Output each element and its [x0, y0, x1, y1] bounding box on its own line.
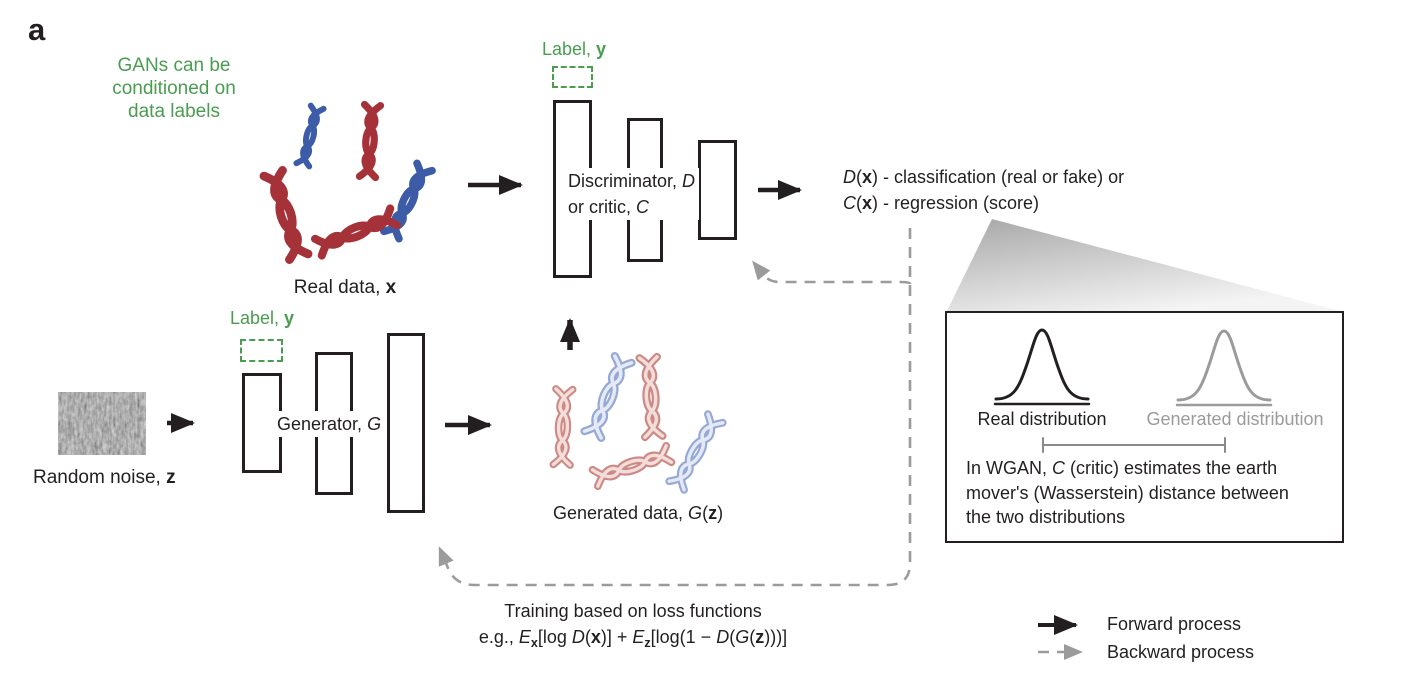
generated-data-label: Generated data, G(z): [552, 503, 724, 523]
discriminator-layer-3: [698, 140, 737, 240]
discriminator-title: Discriminator, D or critic, C: [564, 168, 700, 220]
generated-distribution-curve: [1176, 329, 1272, 402]
chromosome-icon: [639, 357, 662, 437]
chromosome-icon: [584, 356, 631, 438]
chromosome-icon: [296, 106, 323, 167]
legend-forward-label: Forward process: [1107, 614, 1242, 634]
wgan-distributions: [993, 328, 1273, 453]
backward-path-to-discriminator: [752, 260, 912, 285]
chromosome-icon: [669, 414, 723, 490]
panel-label: a: [28, 12, 46, 47]
generator-label-y: Label, y: [230, 308, 295, 328]
backward-path-main: [438, 228, 912, 587]
training-caption: Training based on loss functions e.g., E…: [478, 601, 788, 650]
wgan-inset-box: [945, 311, 1344, 543]
generated-data-chromosomes: [553, 356, 723, 490]
generator-title: Generator, G: [273, 411, 386, 437]
legend-backward-label: Backward process: [1107, 642, 1255, 662]
conditioning-annotation: GANs can be conditioned on data labels: [112, 55, 236, 122]
random-noise-image: [62, 395, 142, 452]
chromosome-icon: [264, 170, 308, 259]
chromosome-icon: [553, 389, 572, 465]
random-noise-label: Random noise, z: [33, 467, 176, 488]
discriminator-label-y: Label, y: [542, 39, 607, 59]
chromosome-icon: [384, 163, 432, 238]
real-distribution-curve: [994, 328, 1090, 401]
generator-layer-3: [387, 333, 425, 513]
wasserstein-distance-line: [1042, 437, 1226, 453]
output-description: D(x) - classification (real or fake) or …: [843, 167, 1125, 213]
generator-label-box: [240, 339, 283, 362]
real-data-label: Real data, x: [293, 277, 397, 298]
discriminator-label-box: [552, 66, 593, 88]
chromosome-icon: [593, 446, 672, 486]
wgan-description: In WGAN, C (critic) estimates the earth …: [966, 458, 1289, 527]
real-data-chromosomes: [264, 105, 432, 260]
real-distribution-label: Real distribution: [977, 409, 1107, 429]
chromosome-icon: [360, 105, 381, 178]
zoom-callout-triangle: [947, 219, 1340, 311]
generated-distribution-label: Generated distribution: [1146, 409, 1324, 429]
